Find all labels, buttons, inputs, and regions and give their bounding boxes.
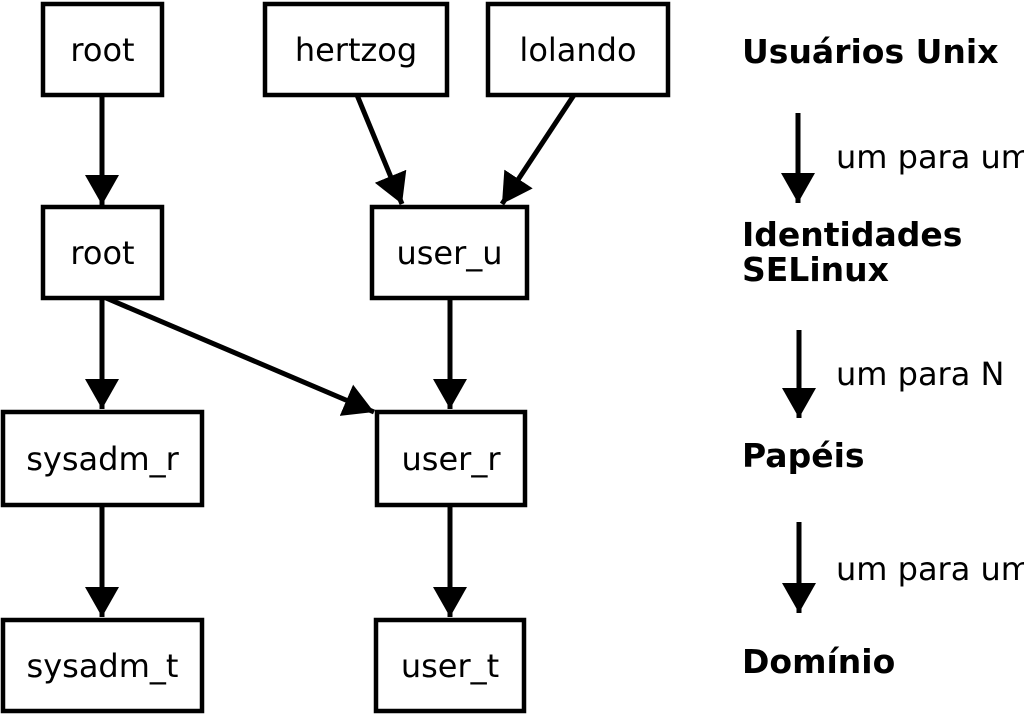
legend-relation-one-to-one-a: um para um bbox=[836, 138, 1024, 176]
node-selinux-user-u-label: user_u bbox=[396, 234, 502, 272]
node-unix-root: root bbox=[40, 1, 165, 98]
node-selinux-root-label: root bbox=[70, 234, 134, 272]
node-domain-user-t-label: user_t bbox=[401, 647, 499, 685]
node-role-sysadm-r-label: sysadm_r bbox=[26, 440, 179, 478]
legend-level-roles: Papéis bbox=[742, 436, 865, 475]
node-selinux-root-box bbox=[40, 204, 165, 301]
node-unix-lolando-label: lolando bbox=[519, 31, 636, 69]
node-domain-sysadm-t-label: sysadm_t bbox=[27, 647, 179, 685]
legend-level-identities-line1: Identidades bbox=[742, 215, 962, 254]
node-unix-lolando: lolando bbox=[485, 1, 671, 98]
node-unix-lolando-box bbox=[485, 1, 671, 98]
node-role-user-r: user_r bbox=[374, 409, 528, 508]
arrow-lolando-to-user-u bbox=[499, 93, 577, 206]
node-role-user-r-label: user_r bbox=[402, 440, 502, 478]
node-unix-hertzog-label: hertzog bbox=[295, 31, 417, 69]
node-selinux-user-u: user_u bbox=[369, 204, 530, 301]
legend-relation-one-to-n: um para N bbox=[836, 355, 1004, 393]
node-selinux-root: root bbox=[40, 204, 165, 301]
node-unix-hertzog-box bbox=[262, 1, 450, 98]
legend-level-unix-users: Usuários Unix bbox=[742, 32, 998, 71]
arrow-hertzog-to-user-u bbox=[354, 94, 407, 205]
node-role-user-r-box bbox=[374, 409, 528, 508]
node-domain-user-t-box bbox=[373, 617, 527, 714]
node-role-sysadm-r-box bbox=[0, 409, 205, 508]
arrow-selinux-root-to-user-r bbox=[105, 295, 375, 416]
legend-relation-one-to-one-b: um para um bbox=[836, 550, 1024, 588]
node-unix-root-box bbox=[40, 1, 165, 98]
node-domain-user-t: user_t bbox=[373, 617, 527, 714]
node-unix-root-label: root bbox=[70, 31, 134, 69]
node-domain-sysadm-t: sysadm_t bbox=[0, 617, 205, 714]
legend-level-identities-line2: SELinux bbox=[742, 250, 889, 289]
node-selinux-user-u-box bbox=[369, 204, 530, 301]
node-domain-sysadm-t-box bbox=[0, 617, 205, 714]
legend-level-domain: Domínio bbox=[742, 642, 895, 681]
node-role-sysadm-r: sysadm_r bbox=[0, 409, 205, 508]
node-unix-hertzog: hertzog bbox=[262, 1, 450, 98]
